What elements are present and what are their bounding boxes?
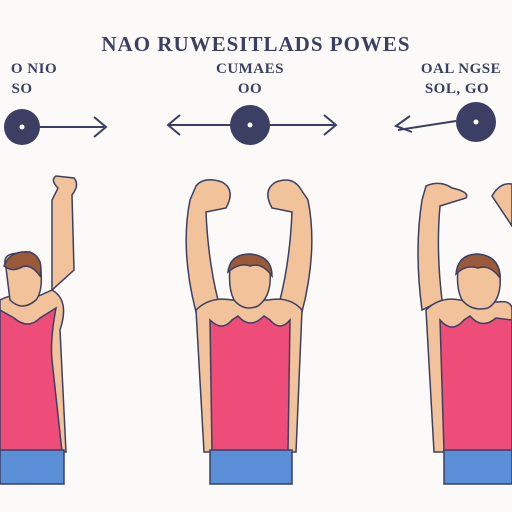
panel-3-weight [393, 102, 496, 142]
right-arm [267, 179, 313, 314]
right-arm [491, 183, 512, 228]
right-arm [51, 175, 78, 292]
arrow-right-icon [323, 114, 338, 136]
panel-3-caption-top: OAL NGSE [420, 61, 502, 77]
panel-2-weight [166, 105, 338, 145]
jeans [209, 449, 293, 485]
jeans [0, 449, 65, 485]
panel-3-caption-bottom: SOL, GO [424, 81, 490, 97]
hair [3, 251, 42, 278]
panel-2-caption-top: CUMAES [215, 61, 284, 77]
left-arm [185, 179, 231, 314]
tank-top [209, 315, 291, 453]
panel-1-caption-top: O NIO [10, 61, 58, 77]
tank-top [0, 306, 63, 453]
arrow-left-icon [166, 114, 181, 136]
panel-2-caption-bottom: OO [237, 81, 263, 97]
figure-3 [417, 182, 512, 485]
figure-2 [185, 179, 313, 485]
hair [227, 253, 273, 279]
tank-top [439, 315, 512, 453]
figure-1 [0, 175, 78, 485]
diagram-title: NAO RUWESITLADS POWES [101, 32, 411, 56]
arrow-right-icon [93, 116, 108, 138]
panel-1-caption-bottom: SO [11, 81, 33, 97]
arrow-left-icon [393, 115, 413, 133]
panel-1-weight [4, 109, 108, 145]
left-arm [417, 182, 468, 312]
jeans [443, 449, 512, 485]
hair [455, 253, 501, 281]
